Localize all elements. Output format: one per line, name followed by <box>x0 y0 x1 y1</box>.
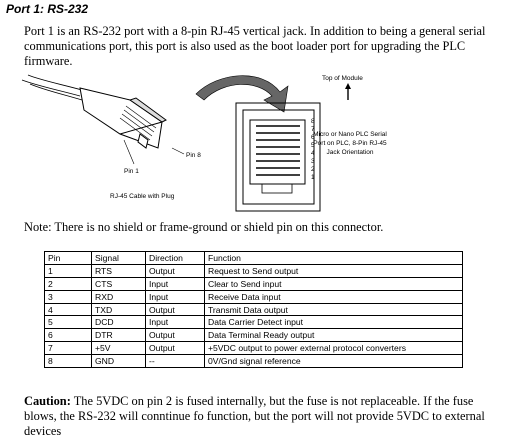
caution-text: The 5VDC on pin 2 is fused internally, b… <box>24 394 485 438</box>
curved-arrow-icon <box>195 75 289 113</box>
table-row: 4 TXD Output Transmit Data output <box>44 302 463 317</box>
table-row: 5 DCD Input Data Carrier Detect input <box>44 315 463 330</box>
table-row: 2 CTS Input Clear to Send input <box>44 276 463 291</box>
table-cell: Input <box>145 276 205 291</box>
jack-pin-number: 4 <box>311 150 315 157</box>
table-cell: -- <box>145 354 205 369</box>
caution-label: Caution: <box>24 394 71 408</box>
table-cell: 4 <box>44 302 92 317</box>
table-row: 3 RXD Input Receive Data input <box>44 289 463 304</box>
rj45-diagram: Pin 8 Pin 1 RJ-45 Cable with Plug 8 7 6 … <box>21 74 387 212</box>
jack-pin-number: 6 <box>311 134 315 141</box>
intro-paragraph: Port 1 is an RS-232 port with a 8-pin RJ… <box>24 24 486 68</box>
jack-caption-line: Jack Orientation <box>327 149 374 156</box>
rj45-jack-icon <box>235 102 321 212</box>
table-cell: Output <box>145 341 205 356</box>
table-cell: GND <box>91 354 146 369</box>
table-cell: Input <box>145 315 205 330</box>
table-header-row: Pin Signal Direction Function <box>44 251 463 265</box>
table-cell: +5V <box>91 341 146 356</box>
table-cell: RXD <box>91 289 146 304</box>
table-cell: Request to Send output <box>204 263 463 278</box>
caution-paragraph: Caution: The 5VDC on pin 2 is fused inte… <box>24 394 504 439</box>
top-of-module-label: Top of Module <box>322 75 363 82</box>
pin1-label: Pin 1 <box>124 168 139 175</box>
column-header: Pin <box>44 251 92 265</box>
table-cell: DTR <box>91 328 146 343</box>
table-cell: Input <box>145 289 205 304</box>
up-arrow-icon <box>345 83 351 100</box>
table-row: 1 RTS Output Request to Send output <box>44 263 463 278</box>
table-row: 6 DTR Output Data Terminal Ready output <box>44 328 463 343</box>
table-cell: Transmit Data output <box>204 302 463 317</box>
cable-wires <box>21 74 83 101</box>
table-cell: 1 <box>44 263 92 278</box>
column-header: Direction <box>145 251 205 265</box>
table-cell: 3 <box>44 289 92 304</box>
column-header: Function <box>204 251 463 265</box>
section-heading: Port 1: RS-232 <box>6 2 89 16</box>
table-cell: TXD <box>91 302 146 317</box>
table-cell: 2 <box>44 276 92 291</box>
table-cell: +5VDC output to power external protocol … <box>204 341 463 356</box>
jack-pin-number: 8 <box>311 118 315 125</box>
table-cell: 8 <box>44 354 92 369</box>
jack-pin-number: 3 <box>311 158 315 165</box>
jack-pin-number: 1 <box>311 174 315 181</box>
pin-table: Pin Signal Direction Function 1 RTS Outp… <box>44 251 463 369</box>
table-cell: Data Terminal Ready output <box>204 328 463 343</box>
table-cell: 5 <box>44 315 92 330</box>
jack-caption-line: Port on PLC, 8-Pin RJ-45 <box>313 140 387 147</box>
rj45-plug-icon <box>79 87 167 149</box>
jack-caption-line: Micro or Nano PLC Serial <box>313 131 387 138</box>
note-text: Note: There is no shield or frame-ground… <box>24 220 384 234</box>
table-cell: Output <box>145 328 205 343</box>
table-cell: 0V/Gnd signal reference <box>204 354 463 369</box>
table-cell: Clear to Send input <box>204 276 463 291</box>
jack-pin-number: 5 <box>311 142 315 149</box>
jack-pin-numbers: 8 7 6 5 4 3 2 1 <box>311 118 315 181</box>
cable-caption: RJ-45 Cable with Plug <box>110 193 175 200</box>
jack-pin-number: 7 <box>311 126 315 133</box>
table-cell: DCD <box>91 315 146 330</box>
table-cell: 6 <box>44 328 92 343</box>
pin8-label: Pin 8 <box>186 152 201 159</box>
table-row: 7 +5V Output +5VDC output to power exter… <box>44 341 463 356</box>
table-cell: RTS <box>91 263 146 278</box>
table-row: 8 GND -- 0V/Gnd signal reference <box>44 354 463 369</box>
table-cell: Output <box>145 302 205 317</box>
table-cell: 7 <box>44 341 92 356</box>
table-cell: CTS <box>91 276 146 291</box>
table-cell: Output <box>145 263 205 278</box>
jack-pin-number: 2 <box>311 166 315 173</box>
table-cell: Data Carrier Detect input <box>204 315 463 330</box>
column-header: Signal <box>91 251 146 265</box>
table-cell: Receive Data input <box>204 289 463 304</box>
